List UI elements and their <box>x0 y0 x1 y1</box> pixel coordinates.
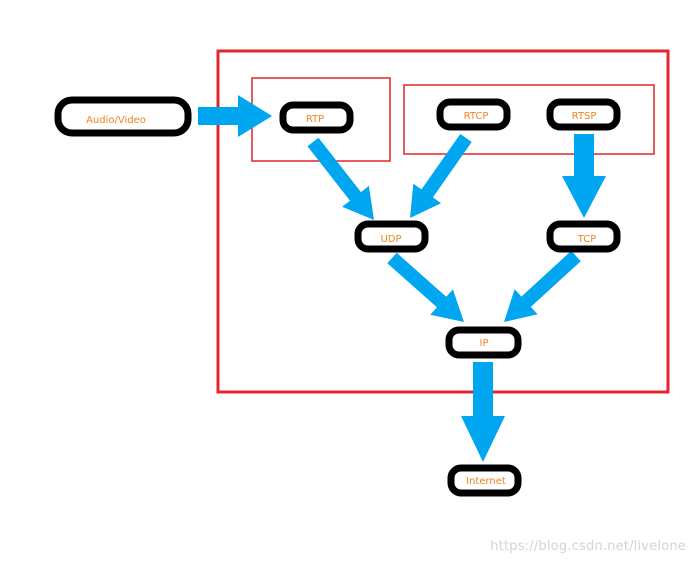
node-rtp-label: RTP <box>306 114 324 125</box>
node-udp-label: UDP <box>380 234 401 245</box>
protocol-stack-frame <box>216 49 670 394</box>
arrow-rtp-to-udp <box>307 137 374 220</box>
arrow-rtsp-to-tcp <box>562 134 606 218</box>
node-rtsp: RTSP <box>546 98 621 131</box>
arrow-udp-to-ip <box>387 252 464 322</box>
arrow-layer <box>198 95 606 462</box>
arrow-tcp-to-ip <box>504 250 581 322</box>
node-tcp: TCP <box>546 220 621 253</box>
node-rtp: RTP <box>279 101 354 134</box>
node-rtsp-label: RTSP <box>572 111 597 122</box>
node-audio-video: Audio/Video <box>54 96 192 137</box>
node-internet: Internet <box>447 464 522 497</box>
node-internet-label: Internet <box>466 476 506 487</box>
node-tcp-label: TCP <box>577 234 597 245</box>
node-ip-label: IP <box>480 338 489 349</box>
watermark-text: https://blog.csdn.net/livelone <box>490 539 686 554</box>
arrow-rtcp-to-udp <box>410 134 472 218</box>
arrow-ip-to-internet <box>461 362 505 462</box>
node-rtcp-label: RTCP <box>464 111 489 122</box>
node-rtcp: RTCP <box>436 98 511 131</box>
node-audio-video-label: Audio/Video <box>86 115 146 126</box>
node-ip: IP <box>445 326 522 359</box>
arrow-audio-video-to-rtp <box>198 95 272 137</box>
control-group-frame <box>403 84 655 155</box>
node-udp: UDP <box>354 220 429 253</box>
